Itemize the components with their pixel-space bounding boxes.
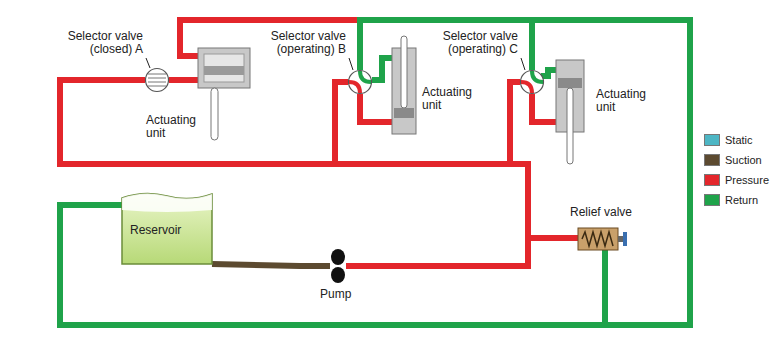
- hydraulic-line: [60, 80, 528, 266]
- actB-node: Actuating unit: [392, 48, 416, 134]
- piston-rod: [211, 88, 218, 140]
- selector-valve-body: [146, 69, 169, 92]
- fluid-surface: [122, 193, 212, 212]
- valve-rotor-line: [148, 82, 166, 83]
- selOpen-node: Selector valve (operating) C: [520, 70, 544, 94]
- hydraulic-line: [60, 20, 690, 325]
- part-label: Selector valve (closed) A: [53, 30, 143, 56]
- piston: [204, 66, 244, 75]
- legend-swatch: [704, 194, 720, 206]
- relief-node: Relief valve: [578, 228, 626, 250]
- hydraulic-line: [60, 20, 690, 325]
- hydraulic-line: [346, 82, 528, 266]
- valve-rotor-line: [148, 74, 166, 75]
- adjust-screw: [618, 236, 623, 242]
- piston: [558, 78, 582, 88]
- actC-node: Actuating unit: [556, 60, 584, 132]
- selOpen-shape: [348, 70, 372, 94]
- return-passage: [532, 71, 543, 82]
- return-line: [541, 70, 556, 76]
- part-label: Selector valve (operating) C: [428, 30, 518, 56]
- pressure-passage: [521, 82, 532, 93]
- return-line: [372, 58, 392, 80]
- part-label: Actuating unit: [146, 114, 206, 140]
- legend-entry: Static: [704, 134, 753, 146]
- leader-line: [146, 58, 150, 68]
- piston-rod: [401, 36, 407, 108]
- pump-shape: [330, 248, 346, 284]
- legend-entry: Return: [704, 194, 758, 206]
- return-passage: [360, 71, 371, 82]
- actA-shape: [198, 48, 250, 88]
- piston-rod: [567, 88, 573, 164]
- legend-swatch: [704, 134, 720, 146]
- cylinder-housing: [198, 48, 250, 88]
- actC-shape: [556, 60, 584, 132]
- selector-valve-body: [349, 71, 372, 94]
- selOpen-node: Selector valve (operating) B: [348, 70, 372, 94]
- pressure-passage: [349, 82, 360, 93]
- relief-shape: [578, 228, 626, 250]
- legend-entry: Pressure: [704, 174, 769, 186]
- pump-gear: [331, 267, 345, 283]
- legend-swatch: [704, 174, 720, 186]
- hydraulic-line: [169, 77, 198, 83]
- hydraulic-line: [532, 94, 556, 122]
- part-label: Actuating unit: [422, 86, 482, 112]
- leader-line: [521, 58, 525, 70]
- reservoir-node: Reservoir: [122, 188, 212, 264]
- leader-line: [349, 58, 353, 70]
- node-label: Reservoir: [130, 224, 220, 237]
- selClosed-shape: [145, 68, 169, 92]
- actA-node: Actuating unit: [198, 48, 250, 88]
- legend-swatch: [704, 154, 720, 166]
- part-label: Actuating unit: [596, 88, 656, 114]
- actB-shape: [392, 48, 416, 134]
- valve-rotor-line: [148, 78, 166, 79]
- selClosed-node: Selector valve (closed) A: [145, 68, 169, 92]
- selOpen-shape: [520, 70, 544, 94]
- hydraulic-line: [346, 238, 578, 266]
- valve-rotor-line: [148, 86, 166, 87]
- spring-symbol: [582, 232, 613, 246]
- part-label: Relief valve: [570, 206, 618, 219]
- piston: [394, 108, 414, 118]
- adjust-knob: [623, 232, 627, 246]
- legend-label: Suction: [725, 154, 762, 166]
- legend-label: Return: [725, 194, 758, 206]
- hydraulic-line: [212, 264, 330, 266]
- relief-valve-body: [578, 228, 618, 250]
- pump-gear: [331, 249, 345, 265]
- cylinder-bore: [204, 54, 244, 82]
- legend-label: Pressure: [725, 174, 769, 186]
- hydraulic-line: [360, 94, 392, 122]
- selector-valve-body: [521, 71, 544, 94]
- pump-node: Pump: [330, 248, 346, 284]
- legend-label: Static: [725, 134, 753, 146]
- part-label: Selector valve (operating) B: [258, 30, 346, 56]
- part-label: Pump: [320, 288, 336, 301]
- hydraulic-line: [335, 82, 528, 266]
- legend-entry: Suction: [704, 154, 762, 166]
